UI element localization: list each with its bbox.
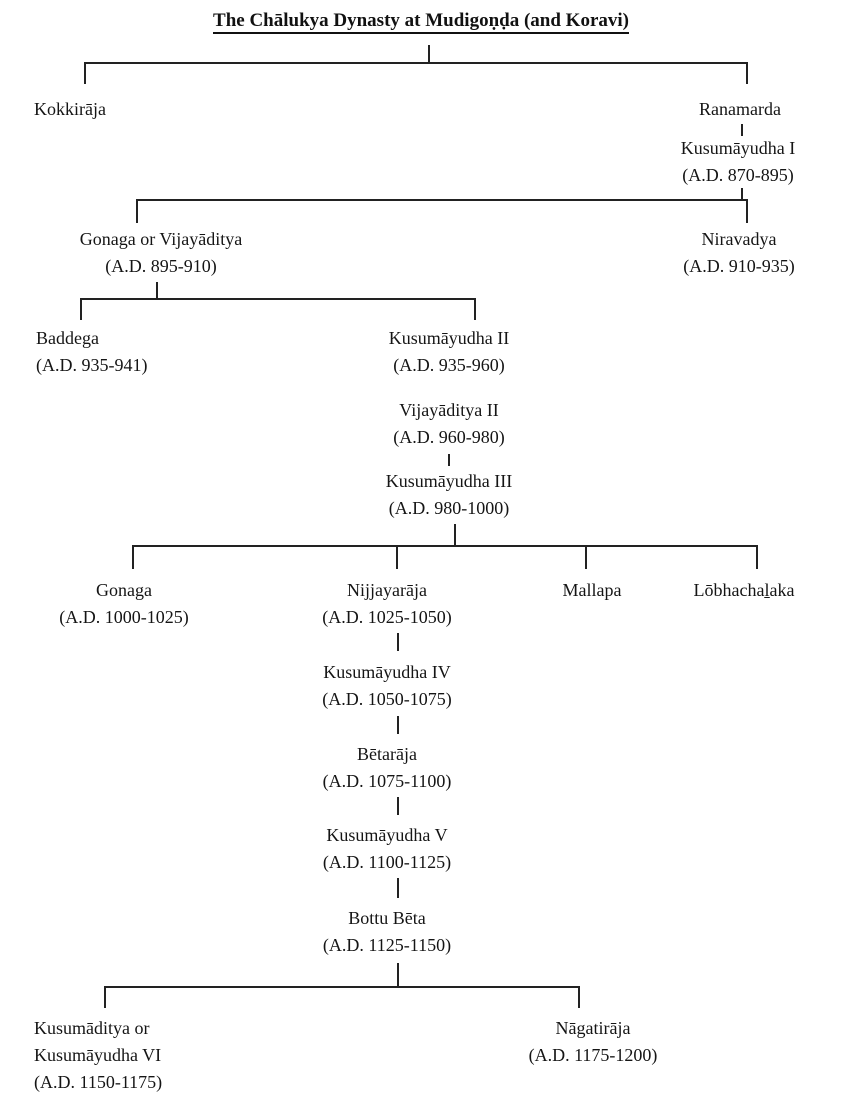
node-name: Mallapa <box>562 580 622 600</box>
node-lobhachalaka: Lōbhachaḻaka <box>694 577 795 604</box>
node-dates: (A.D. 1050-1075) <box>322 689 452 709</box>
connector-line <box>448 454 450 466</box>
node-dates: (A.D. 1025-1050) <box>322 607 452 627</box>
node-name: Vijayāditya II <box>399 400 499 420</box>
node-gonaga-or-vijayaditya: Gonaga or Vijayāditya (A.D. 895-910) <box>80 226 243 280</box>
node-name-alt: Kusumāyudha VI <box>34 1045 162 1065</box>
node-name: Gonaga <box>96 580 152 600</box>
node-bottu-beta: Bottu Bēta (A.D. 1125-1150) <box>323 905 451 959</box>
node-name: Kusumāyudha I <box>680 138 796 158</box>
node-niravadya: Niravadya (A.D. 910-935) <box>683 226 794 280</box>
node-kusumayudha-4: Kusumāyudha IV (A.D. 1050-1075) <box>322 659 451 713</box>
node-name: Gonaga or Vijayāditya <box>79 229 243 249</box>
connector-line <box>136 199 138 223</box>
node-name: Kusumāyudha V <box>326 825 448 845</box>
connector-line <box>428 45 430 63</box>
connector-line <box>397 797 399 815</box>
node-dates: (A.D. 980-1000) <box>388 498 510 518</box>
node-dates: (A.D. 1125-1150) <box>322 935 452 955</box>
connector-line <box>578 986 580 1008</box>
node-kusumayudha-3: Kusumāyudha III (A.D. 980-1000) <box>386 468 512 522</box>
node-kusumaditya: Kusumāditya or Kusumāyudha VI (A.D. 1150… <box>34 1015 162 1096</box>
node-dates: (A.D. 935-941) <box>36 355 148 375</box>
connector-line <box>84 62 748 64</box>
node-kusumayudha-2: Kusumāyudha II (A.D. 935-960) <box>389 325 509 379</box>
node-name: Lōbhachaḻaka <box>693 580 795 600</box>
node-name: Baddega <box>36 328 99 348</box>
node-name: Kusumāyudha II <box>388 328 510 348</box>
node-kokkiraja: Kokkirāja <box>34 96 106 123</box>
connector-line <box>397 878 399 898</box>
connector-line <box>136 199 748 201</box>
connector-line <box>80 298 476 300</box>
connector-line <box>474 298 476 320</box>
connector-line <box>104 986 106 1008</box>
connector-line <box>397 633 399 651</box>
node-name: Nāgatirāja <box>555 1018 631 1038</box>
connector-line <box>585 545 587 569</box>
node-dates: (A.D. 910-935) <box>683 256 795 276</box>
node-name: Nijjayarāja <box>347 580 427 600</box>
connector-line <box>132 545 758 547</box>
node-mallapa: Mallapa <box>563 577 622 604</box>
node-name: Niravadya <box>701 229 777 249</box>
connector-line <box>132 545 134 569</box>
connector-line <box>84 62 86 84</box>
node-dates: (A.D. 1150-1175) <box>34 1072 163 1092</box>
node-ranamarda: Ranamarda <box>699 96 781 123</box>
node-dates: (A.D. 1100-1125) <box>322 852 452 872</box>
node-baddega: Baddega (A.D. 935-941) <box>36 325 147 379</box>
node-nagatiraja: Nāgatirāja (A.D. 1175-1200) <box>529 1015 658 1069</box>
connector-line <box>397 716 399 734</box>
connector-line <box>454 524 456 546</box>
connector-line <box>104 986 580 988</box>
connector-line <box>746 199 748 223</box>
node-kusumayudha-1: Kusumāyudha I (A.D. 870-895) <box>681 135 795 189</box>
node-nijjayaraja: Nijjayarāja (A.D. 1025-1050) <box>322 577 451 631</box>
connector-line <box>156 282 158 298</box>
node-dates: (A.D. 1175-1200) <box>528 1045 658 1065</box>
node-name: Kusumāditya or <box>34 1018 150 1038</box>
node-name: Kusumāyudha IV <box>323 662 451 682</box>
node-name: Bētarāja <box>357 744 417 764</box>
node-gonaga: Gonaga (A.D. 1000-1025) <box>59 577 188 631</box>
node-name: Ranamarda <box>699 99 781 119</box>
connector-line <box>741 188 743 200</box>
chart-title: The Chālukya Dynasty at Mudigoṇḍa (and K… <box>0 10 842 34</box>
connector-line <box>756 545 758 569</box>
connector-line <box>80 298 82 320</box>
connector-line <box>741 124 743 136</box>
node-name: Kusumāyudha III <box>385 471 513 491</box>
connector-line <box>397 963 399 987</box>
chart-title-text: The Chālukya Dynasty at Mudigoṇḍa (and K… <box>213 10 629 34</box>
node-dates: (A.D. 1075-1100) <box>322 771 452 791</box>
node-dates: (A.D. 1000-1025) <box>59 607 189 627</box>
node-dates: (A.D. 895-910) <box>105 256 217 276</box>
node-dates: (A.D. 870-895) <box>682 165 794 185</box>
node-dates: (A.D. 960-980) <box>393 427 505 447</box>
connector-line <box>396 545 398 569</box>
node-dates: (A.D. 935-960) <box>393 355 505 375</box>
node-vijayaditya-2: Vijayāditya II (A.D. 960-980) <box>393 397 504 451</box>
node-name: Bottu Bēta <box>348 908 426 928</box>
node-betaraja: Bētarāja (A.D. 1075-1100) <box>323 741 452 795</box>
node-kusumayudha-5: Kusumāyudha V (A.D. 1100-1125) <box>323 822 451 876</box>
node-name: Kokkirāja <box>34 99 106 119</box>
connector-line <box>746 62 748 84</box>
